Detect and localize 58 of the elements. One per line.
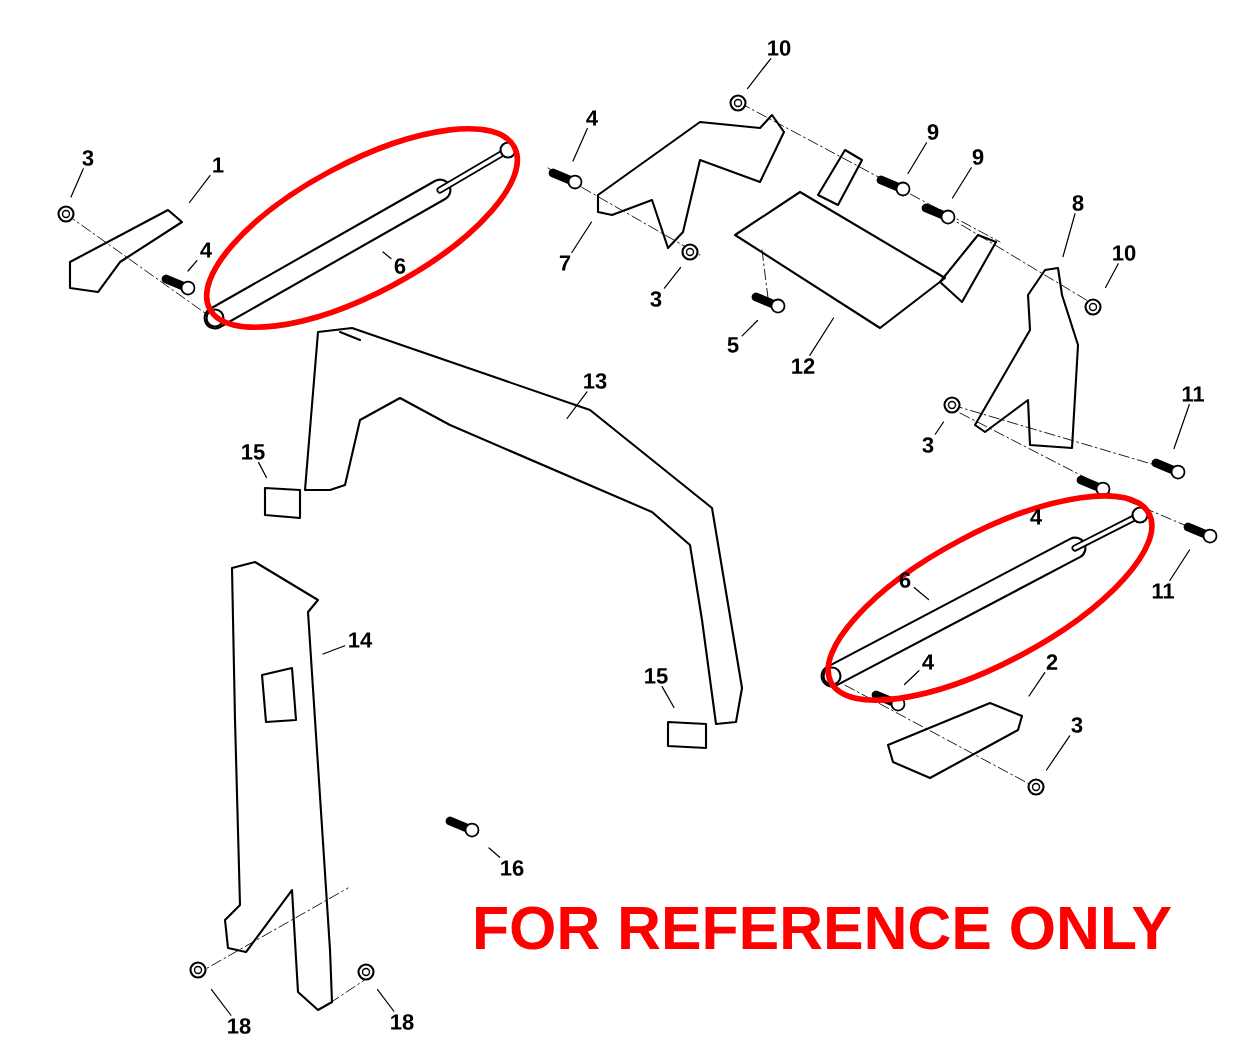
leader-line [187,259,198,272]
callout-number: 15 [242,444,265,460]
callout-number: 9 [927,124,939,140]
leader-line [258,462,268,479]
callout-number: 10 [768,40,791,56]
leader-line [188,174,211,204]
leader-line [661,686,675,709]
callout-number: 1 [213,157,224,173]
callout-number: 7 [559,255,571,271]
callout-number: 2 [1046,654,1058,670]
leader-line [741,319,759,337]
callout-number: 9 [972,149,984,165]
leader-line [1045,735,1071,771]
leader-line [934,421,945,435]
callout-number: 8 [1072,195,1084,211]
callout-number: 6 [899,572,911,588]
leader-line [663,266,682,289]
callout-number: 4 [922,654,934,670]
leader-line [1104,263,1119,289]
callout-number: 4 [200,242,212,258]
leader-line [322,645,346,655]
callout-number: 16 [501,860,524,876]
leader-line [566,391,588,420]
callout-number: 4 [1030,509,1042,525]
leader-line [907,142,928,175]
leader-line [382,251,392,260]
callout-number: 5 [727,337,739,353]
callout-number: 3 [922,437,934,453]
leader-line [1173,403,1190,450]
callout-number: 4 [586,110,598,126]
callout-number: 11 [1182,386,1204,402]
leader-line [809,317,835,356]
callout-number: 18 [391,1014,414,1030]
leader-line [70,168,84,198]
callout-number: 6 [394,258,406,274]
callout-number: 14 [349,632,373,648]
callout-number: 11 [1152,583,1174,599]
leader-line [1028,672,1046,697]
callout-number: 12 [792,358,815,374]
leader-line [488,847,501,858]
leader-line [376,988,395,1012]
leader-line [951,167,972,199]
warning-text: FOR REFERENCE ONLY [476,906,1172,950]
callout-number: 3 [1071,717,1083,733]
callout-number: 3 [82,150,94,166]
leader-line [913,586,930,601]
callout-number: 3 [650,291,662,307]
leader-line [210,988,232,1016]
callout-number: 18 [228,1018,251,1034]
leader-line [572,127,588,162]
leader-line [746,58,772,90]
callout-number: 13 [584,373,607,389]
leader-line [903,670,920,686]
callout-number: 10 [1113,245,1136,261]
leader-line [1062,213,1076,258]
leader-line [571,221,593,254]
leader-line [1169,549,1191,582]
callout-number: 15 [645,668,668,684]
